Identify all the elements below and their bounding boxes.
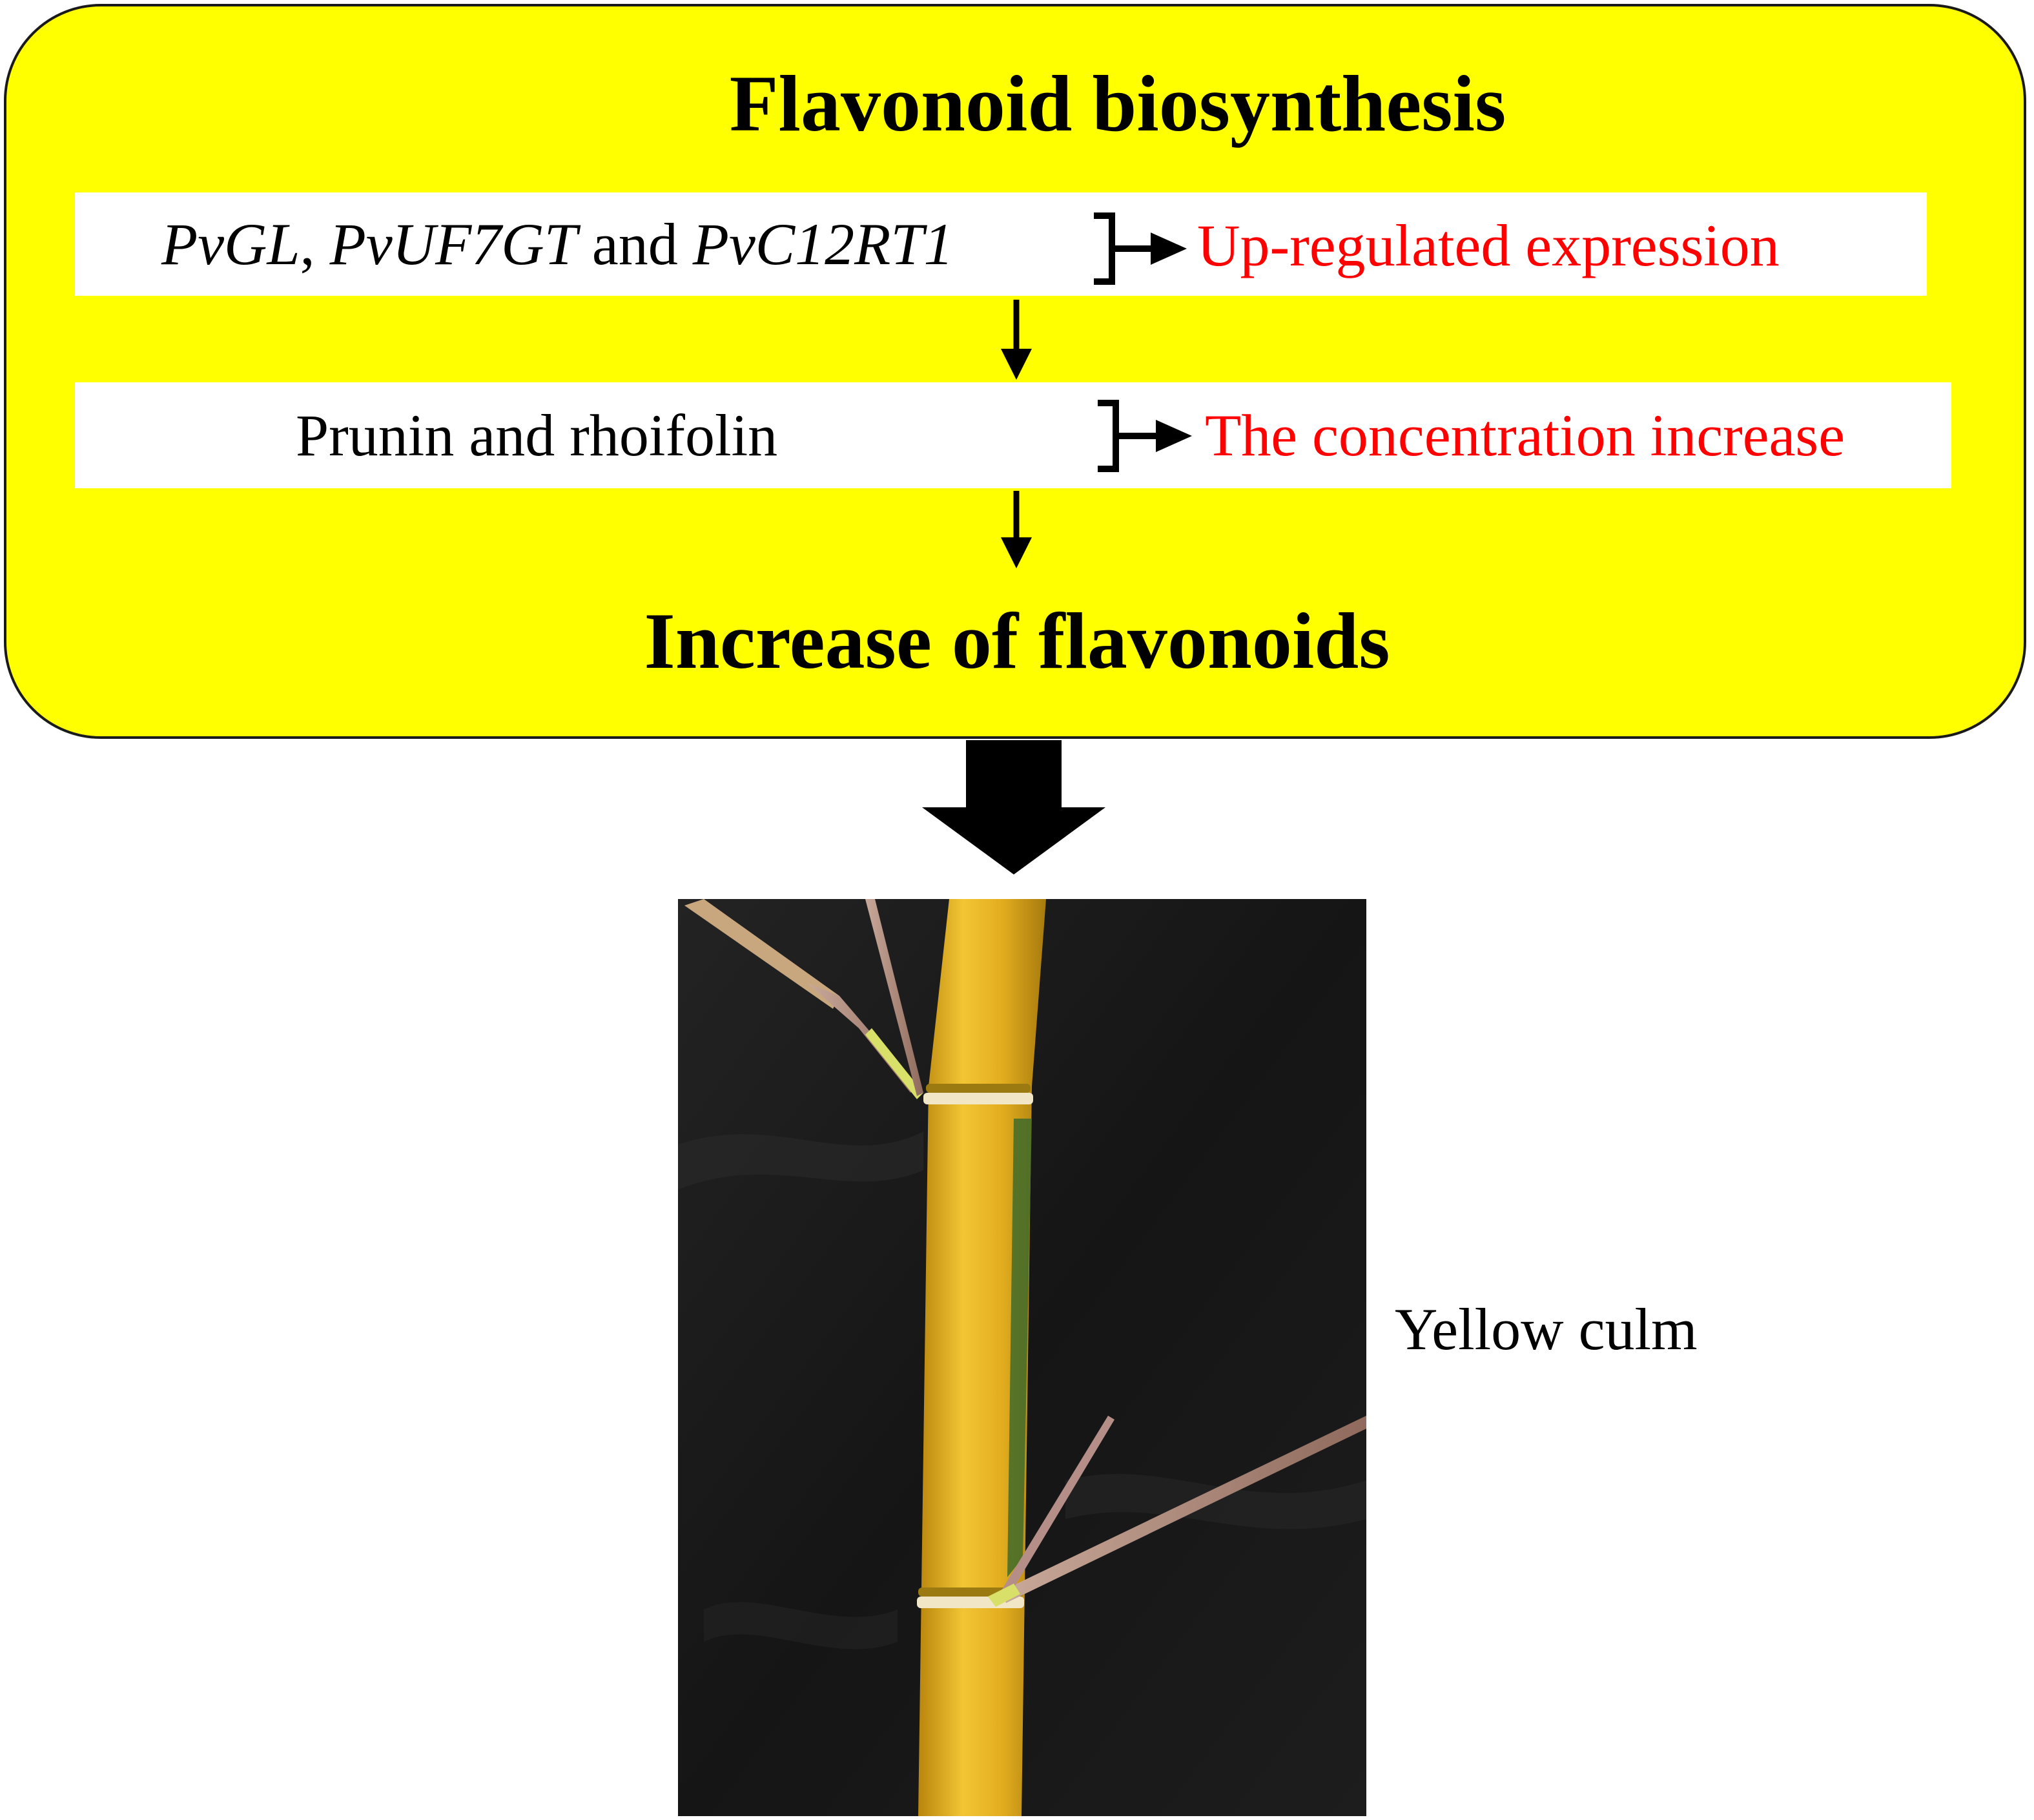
gene-list: PvGL, PvUF7GT and PvC12RT1 — [161, 207, 954, 282]
gene-name: PvUF7GT — [329, 211, 577, 277]
expression-effect-label: Up-regulated expression — [1197, 212, 1780, 278]
gene-conjunction: and — [591, 211, 678, 277]
bamboo-culm-photo — [678, 899, 1366, 1816]
down-arrow-icon — [1001, 300, 1032, 380]
bracket-arrow-icon — [1098, 400, 1192, 472]
panel-title: Flavonoid biosynthesis — [729, 59, 1506, 148]
bracket-arrow-icon — [1094, 212, 1187, 285]
concentration-effect-label: The concentration increase — [1205, 402, 1845, 468]
gene-separator: , — [300, 211, 315, 277]
photo-caption: Yellow culm — [1395, 1296, 1698, 1362]
compound-label: Prunin and rhoifolin — [296, 402, 778, 468]
result-label: Increase of flavonoids — [644, 597, 1390, 685]
diagram-connectors — [922, 212, 1192, 874]
gene-row-box — [75, 192, 1927, 296]
compound-row-box — [75, 382, 1951, 488]
down-arrow-icon — [1001, 491, 1032, 568]
large-down-arrow-icon — [922, 740, 1105, 874]
gene-name: PvC12RT1 — [692, 211, 954, 277]
gene-name: PvGL — [161, 211, 300, 277]
